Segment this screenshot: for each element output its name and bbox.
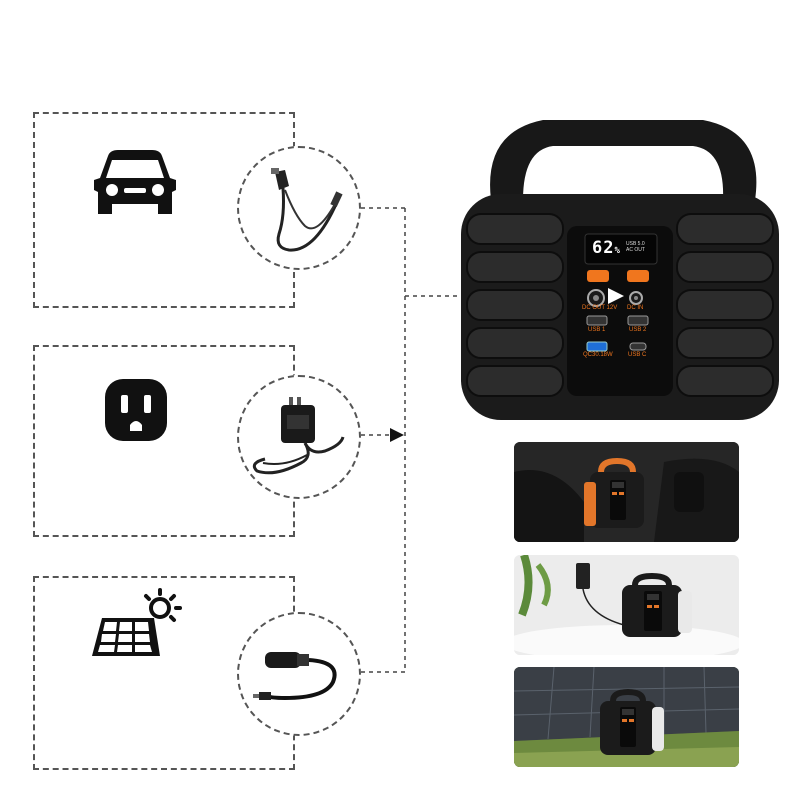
label-usbc: USB C	[628, 352, 647, 358]
solar-adapter-cable-icon	[253, 652, 337, 701]
car-interior-photo	[514, 442, 739, 542]
label-dc-out: DC OUT 12V	[582, 305, 618, 311]
battery-unit: %	[614, 246, 621, 256]
outdoor-solar-photo	[514, 667, 739, 767]
solar-panel-icon	[92, 588, 182, 656]
label-usb1: USB 1	[588, 327, 606, 333]
display-badge-usb: USB 5.0	[626, 241, 645, 247]
ac-adapter-icon	[252, 397, 345, 475]
display-badge-ac: AC OUT	[626, 247, 645, 253]
home-desk-photo	[514, 555, 739, 655]
label-dc-in: DC IN	[627, 305, 644, 311]
solar-adapter-circle	[237, 612, 361, 736]
car-icon	[94, 150, 176, 214]
label-usb2: USB 2	[629, 327, 647, 333]
car-charger-cable-icon	[271, 168, 343, 252]
power-station-device	[461, 120, 779, 420]
label-qc: QC30.18W	[583, 352, 613, 358]
battery-level: 62	[592, 238, 615, 258]
pointer-arrow-icon	[608, 288, 624, 304]
wall-outlet-icon	[105, 379, 167, 441]
